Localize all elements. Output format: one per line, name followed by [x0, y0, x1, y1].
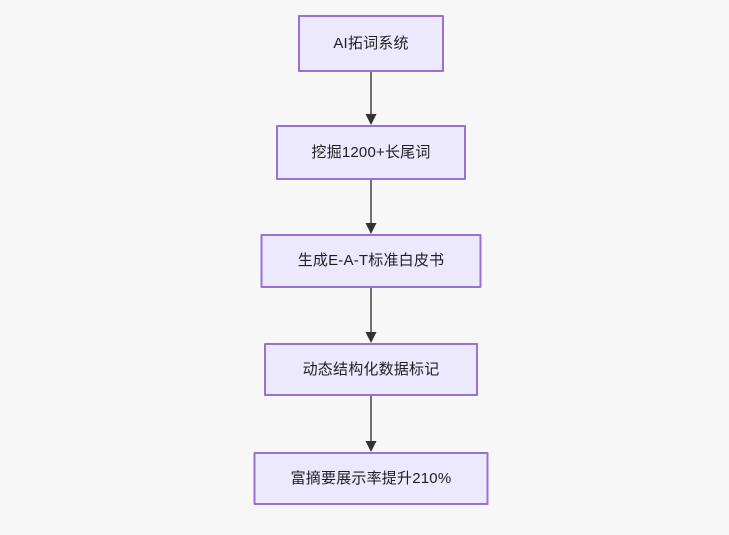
arrowhead-icon	[365, 114, 377, 125]
arrowhead-icon	[365, 441, 377, 452]
flow-node-label: 动态结构化数据标记	[302, 360, 440, 378]
flow-edge	[365, 180, 377, 234]
flow-node-label: 挖掘1200+长尾词	[311, 143, 431, 161]
flow-node-n5[interactable]: 富摘要展示率提升210%	[253, 452, 489, 505]
arrowhead-icon	[365, 332, 377, 343]
flow-edge	[365, 288, 377, 343]
arrowhead-icon	[365, 223, 377, 234]
flow-node-label: AI拓词系统	[333, 34, 409, 52]
flow-edge	[365, 72, 377, 125]
flow-node-label: 生成E-A-T标准白皮书	[297, 252, 445, 269]
flow-node-n3[interactable]: 生成E-A-T标准白皮书	[260, 234, 482, 288]
flow-node-label: 富摘要展示率提升210%	[290, 469, 452, 487]
flow-edge	[365, 396, 377, 452]
flow-node-n2[interactable]: 挖掘1200+长尾词	[276, 125, 466, 180]
flow-node-n4[interactable]: 动态结构化数据标记	[264, 343, 478, 396]
flow-node-n1[interactable]: AI拓词系统	[298, 15, 444, 72]
